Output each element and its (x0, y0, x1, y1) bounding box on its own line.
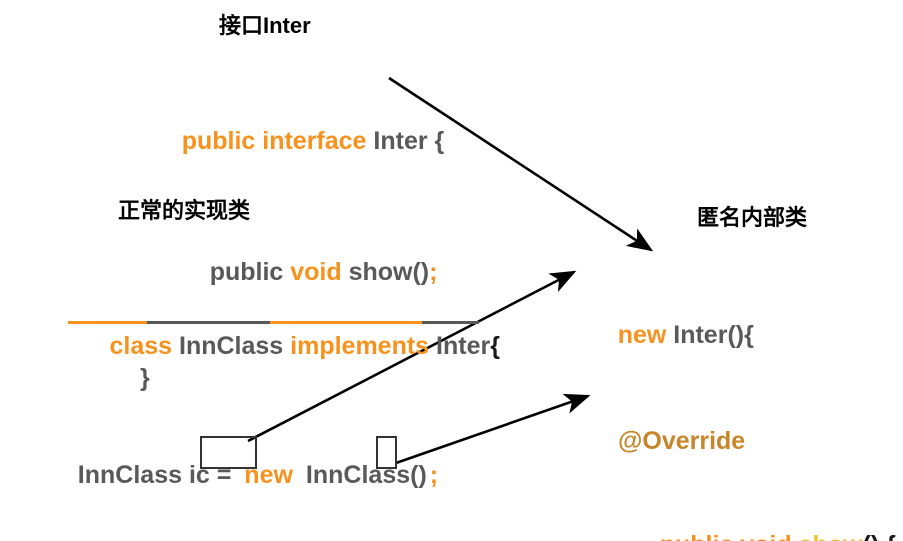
strike-segment-gray-1 (146, 321, 270, 324)
heading-normal-implementation: 正常的实现类 (118, 198, 251, 223)
impl-code-block: class InnClass implements Inter{ @Overri… (40, 234, 500, 541)
interface-name: Inter { (373, 127, 445, 155)
anon-line-method: public void show() { (576, 508, 896, 541)
impl-class-keyword: class (109, 332, 179, 360)
anon-line-new: new Inter(){ (576, 298, 896, 373)
anon-method-modifiers: public void (660, 531, 799, 541)
interface-line-method: public void show(); (140, 235, 444, 310)
interface-closing-brace: } (140, 364, 150, 392)
impl-interface-name: Inter (436, 332, 491, 360)
strike-segment-orange-1 (67, 321, 147, 324)
interface-method-returntype: void (290, 258, 349, 286)
usage-semicolon: ; (429, 461, 439, 489)
impl-class-name: InnClass (179, 332, 291, 360)
usage-new-keyword: new (244, 461, 293, 489)
anon-new-keyword: new (617, 321, 674, 349)
impl-line-declaration: class InnClass implements Inter{ (67, 309, 500, 484)
heading-interface: 接口Inter (219, 13, 311, 38)
interface-code-block: public interface Inter { public void sho… (140, 54, 444, 441)
anon-code-block: new Inter(){ @Override public void show(… (576, 248, 896, 541)
impl-open-brace: { (490, 332, 500, 360)
strike-segment-gray-2 (421, 321, 479, 324)
interface-keyword: public interface (181, 127, 374, 155)
anon-override-annotation: @Override (618, 427, 746, 455)
impl-override-annotation: @Override (40, 540, 500, 541)
strike-segment-orange-2 (269, 321, 422, 324)
interface-method-modifier: public (209, 258, 291, 286)
highlight-box-new-keyword (200, 436, 257, 469)
interface-method-name: show() (348, 258, 430, 286)
usage-constructor-call: InnClass() (305, 461, 427, 489)
anon-method-name: show (799, 531, 863, 541)
impl-implements-keyword: implements (290, 332, 437, 360)
interface-line-declaration: public interface Inter { (140, 104, 445, 179)
highlight-box-semicolon (376, 436, 397, 469)
anon-interface-name: Inter(){ (673, 321, 754, 349)
anon-method-tail: () { (863, 531, 896, 541)
heading-anonymous-inner-class: 匿名内部类 (697, 205, 808, 230)
interface-method-semicolon: ; (429, 258, 438, 286)
